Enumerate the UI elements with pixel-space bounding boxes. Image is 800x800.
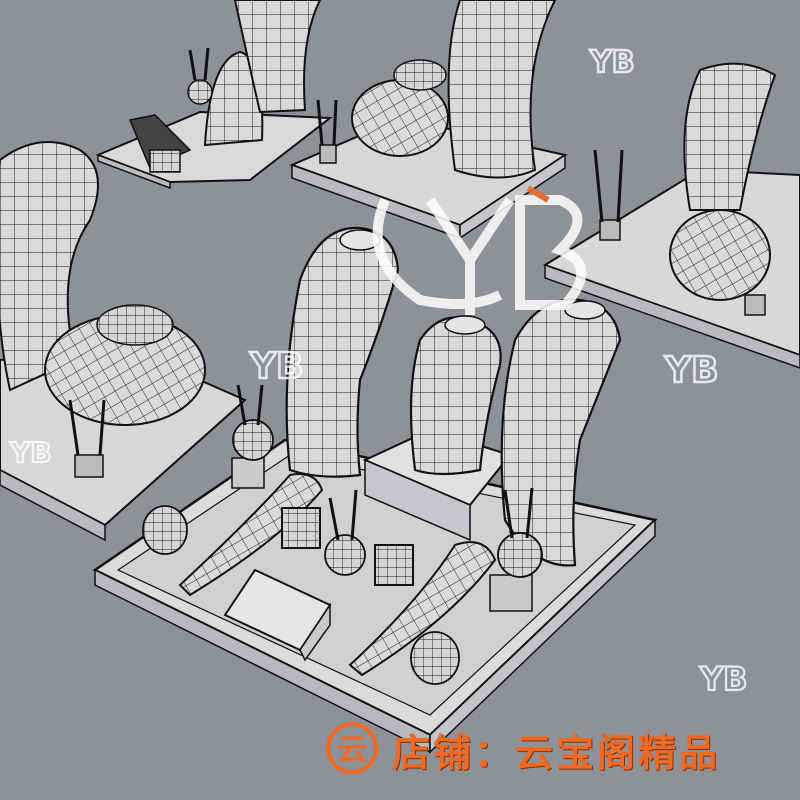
shop-name-label: 店铺：云宝阁精品 [392, 731, 721, 775]
watermark-logo-small-5: YB [698, 659, 749, 699]
watermark-logo-small-1: YB [588, 44, 636, 82]
ring-ribbon-right [348, 541, 497, 677]
ring-box-prop [149, 149, 181, 173]
tray-back-left [95, 0, 333, 190]
ring-holder-left [142, 505, 188, 555]
earring-stand-right [489, 487, 543, 612]
watermark-text: YB [664, 350, 719, 391]
watermark-logo-small-2: YB [248, 345, 305, 389]
shop-logo-icon: 云 [326, 722, 378, 774]
ring-ribbon-left [178, 473, 324, 597]
neck-bust-left [0, 141, 99, 392]
earring-stand-left [231, 384, 274, 489]
necklace-bust-back-right [669, 209, 771, 301]
neck-bust-back-right [683, 62, 777, 211]
tray-back-right [542, 62, 800, 369]
neck-bust-back-left [233, 0, 322, 114]
watermark-center-logo [372, 185, 587, 315]
tray-left [0, 141, 247, 542]
ring-box-right [374, 544, 414, 586]
neck-bust-back-center [447, 0, 557, 179]
neck-bust-front-center [409, 315, 502, 476]
neck-bust-front-left [285, 226, 400, 478]
ring-holder-right [410, 631, 460, 685]
price-tag-card [223, 568, 332, 662]
shop-logo-glyph: 云 [337, 733, 367, 768]
watermark-logo-small-4: YB [8, 435, 53, 470]
necklace-bust-back-center [351, 79, 449, 157]
earring-stand-prop [187, 79, 213, 105]
watermark-logo-small-3: YB [663, 349, 720, 393]
ring-box-left [281, 507, 321, 549]
watermark-text: YB [699, 660, 748, 698]
earring-stand-center [324, 489, 366, 576]
watermark-text: YB [249, 346, 304, 387]
watermark-text: YB [589, 45, 635, 80]
tray-back-center [289, 0, 568, 240]
watermark-text: YB [9, 436, 52, 469]
